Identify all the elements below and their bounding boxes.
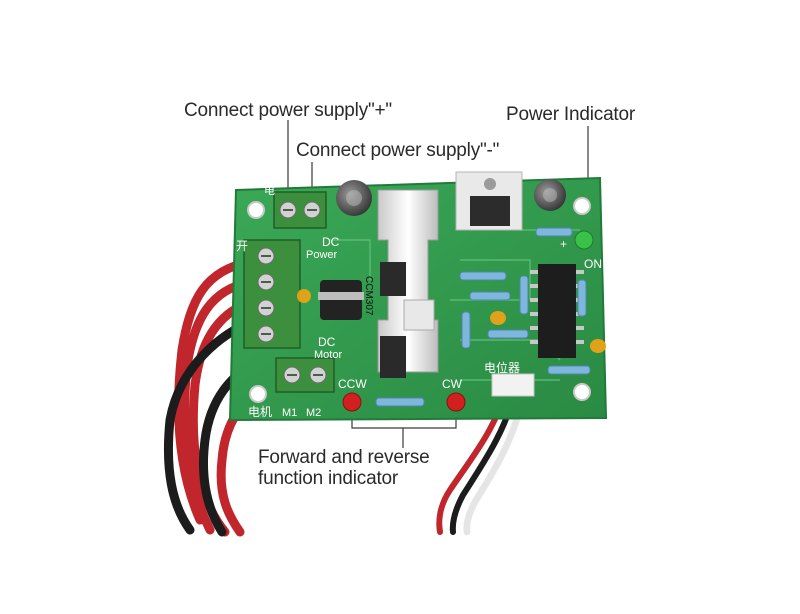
- indicator-leds: [342, 230, 594, 412]
- callout-power-minus: Connect power supply"-": [296, 140, 500, 161]
- silk-on: ON: [584, 257, 602, 271]
- callout-forward-reverse-line1: Forward and reverse: [258, 447, 430, 468]
- silk-ccw: CCW: [338, 377, 367, 391]
- silk-switch-cn: 开: [236, 239, 248, 253]
- callout-power-plus: Connect power supply"+": [184, 100, 392, 121]
- silk-m2: M2: [306, 407, 321, 419]
- silk-motor-cn: 电机: [248, 405, 272, 419]
- potentiometer-wires: [436, 389, 527, 536]
- silk-plus: +: [560, 237, 567, 251]
- silk-motor: Motor: [314, 349, 342, 361]
- silk-dc-power: DC: [322, 235, 340, 249]
- potentiometer-connector: [491, 373, 535, 397]
- voltage-regulator: [455, 171, 523, 231]
- power-diode: [297, 280, 364, 320]
- power-terminal-block: [273, 191, 327, 229]
- silk-pot-cn: 电位器: [484, 360, 520, 375]
- silk-power: Power: [306, 249, 338, 261]
- integrated-circuit-chip: [530, 264, 584, 358]
- switch-terminal-block: [243, 239, 301, 349]
- silk-cw: CW: [442, 377, 463, 391]
- silk-power-cn: 电: [264, 184, 275, 197]
- ceramic-capacitors: [490, 311, 606, 353]
- callout-forward-reverse: Forward and reverse function indicator: [258, 447, 430, 489]
- callout-forward-reverse-line2: function indicator: [258, 468, 399, 489]
- callout-power-indicator: Power Indicator: [506, 104, 636, 125]
- motor-terminal-block: [275, 357, 335, 393]
- silk-m1: M1: [282, 407, 297, 419]
- diode-marking: CCM307: [363, 276, 374, 316]
- board-silkscreen: DC Power DC Motor CCW CW ON + 电机 M1 M2 开…: [236, 184, 602, 419]
- electrolytic-capacitors: [336, 179, 566, 216]
- silk-dc-motor: DC: [318, 335, 336, 349]
- resistors: [375, 227, 591, 407]
- heatsink-mosfet: [377, 189, 439, 378]
